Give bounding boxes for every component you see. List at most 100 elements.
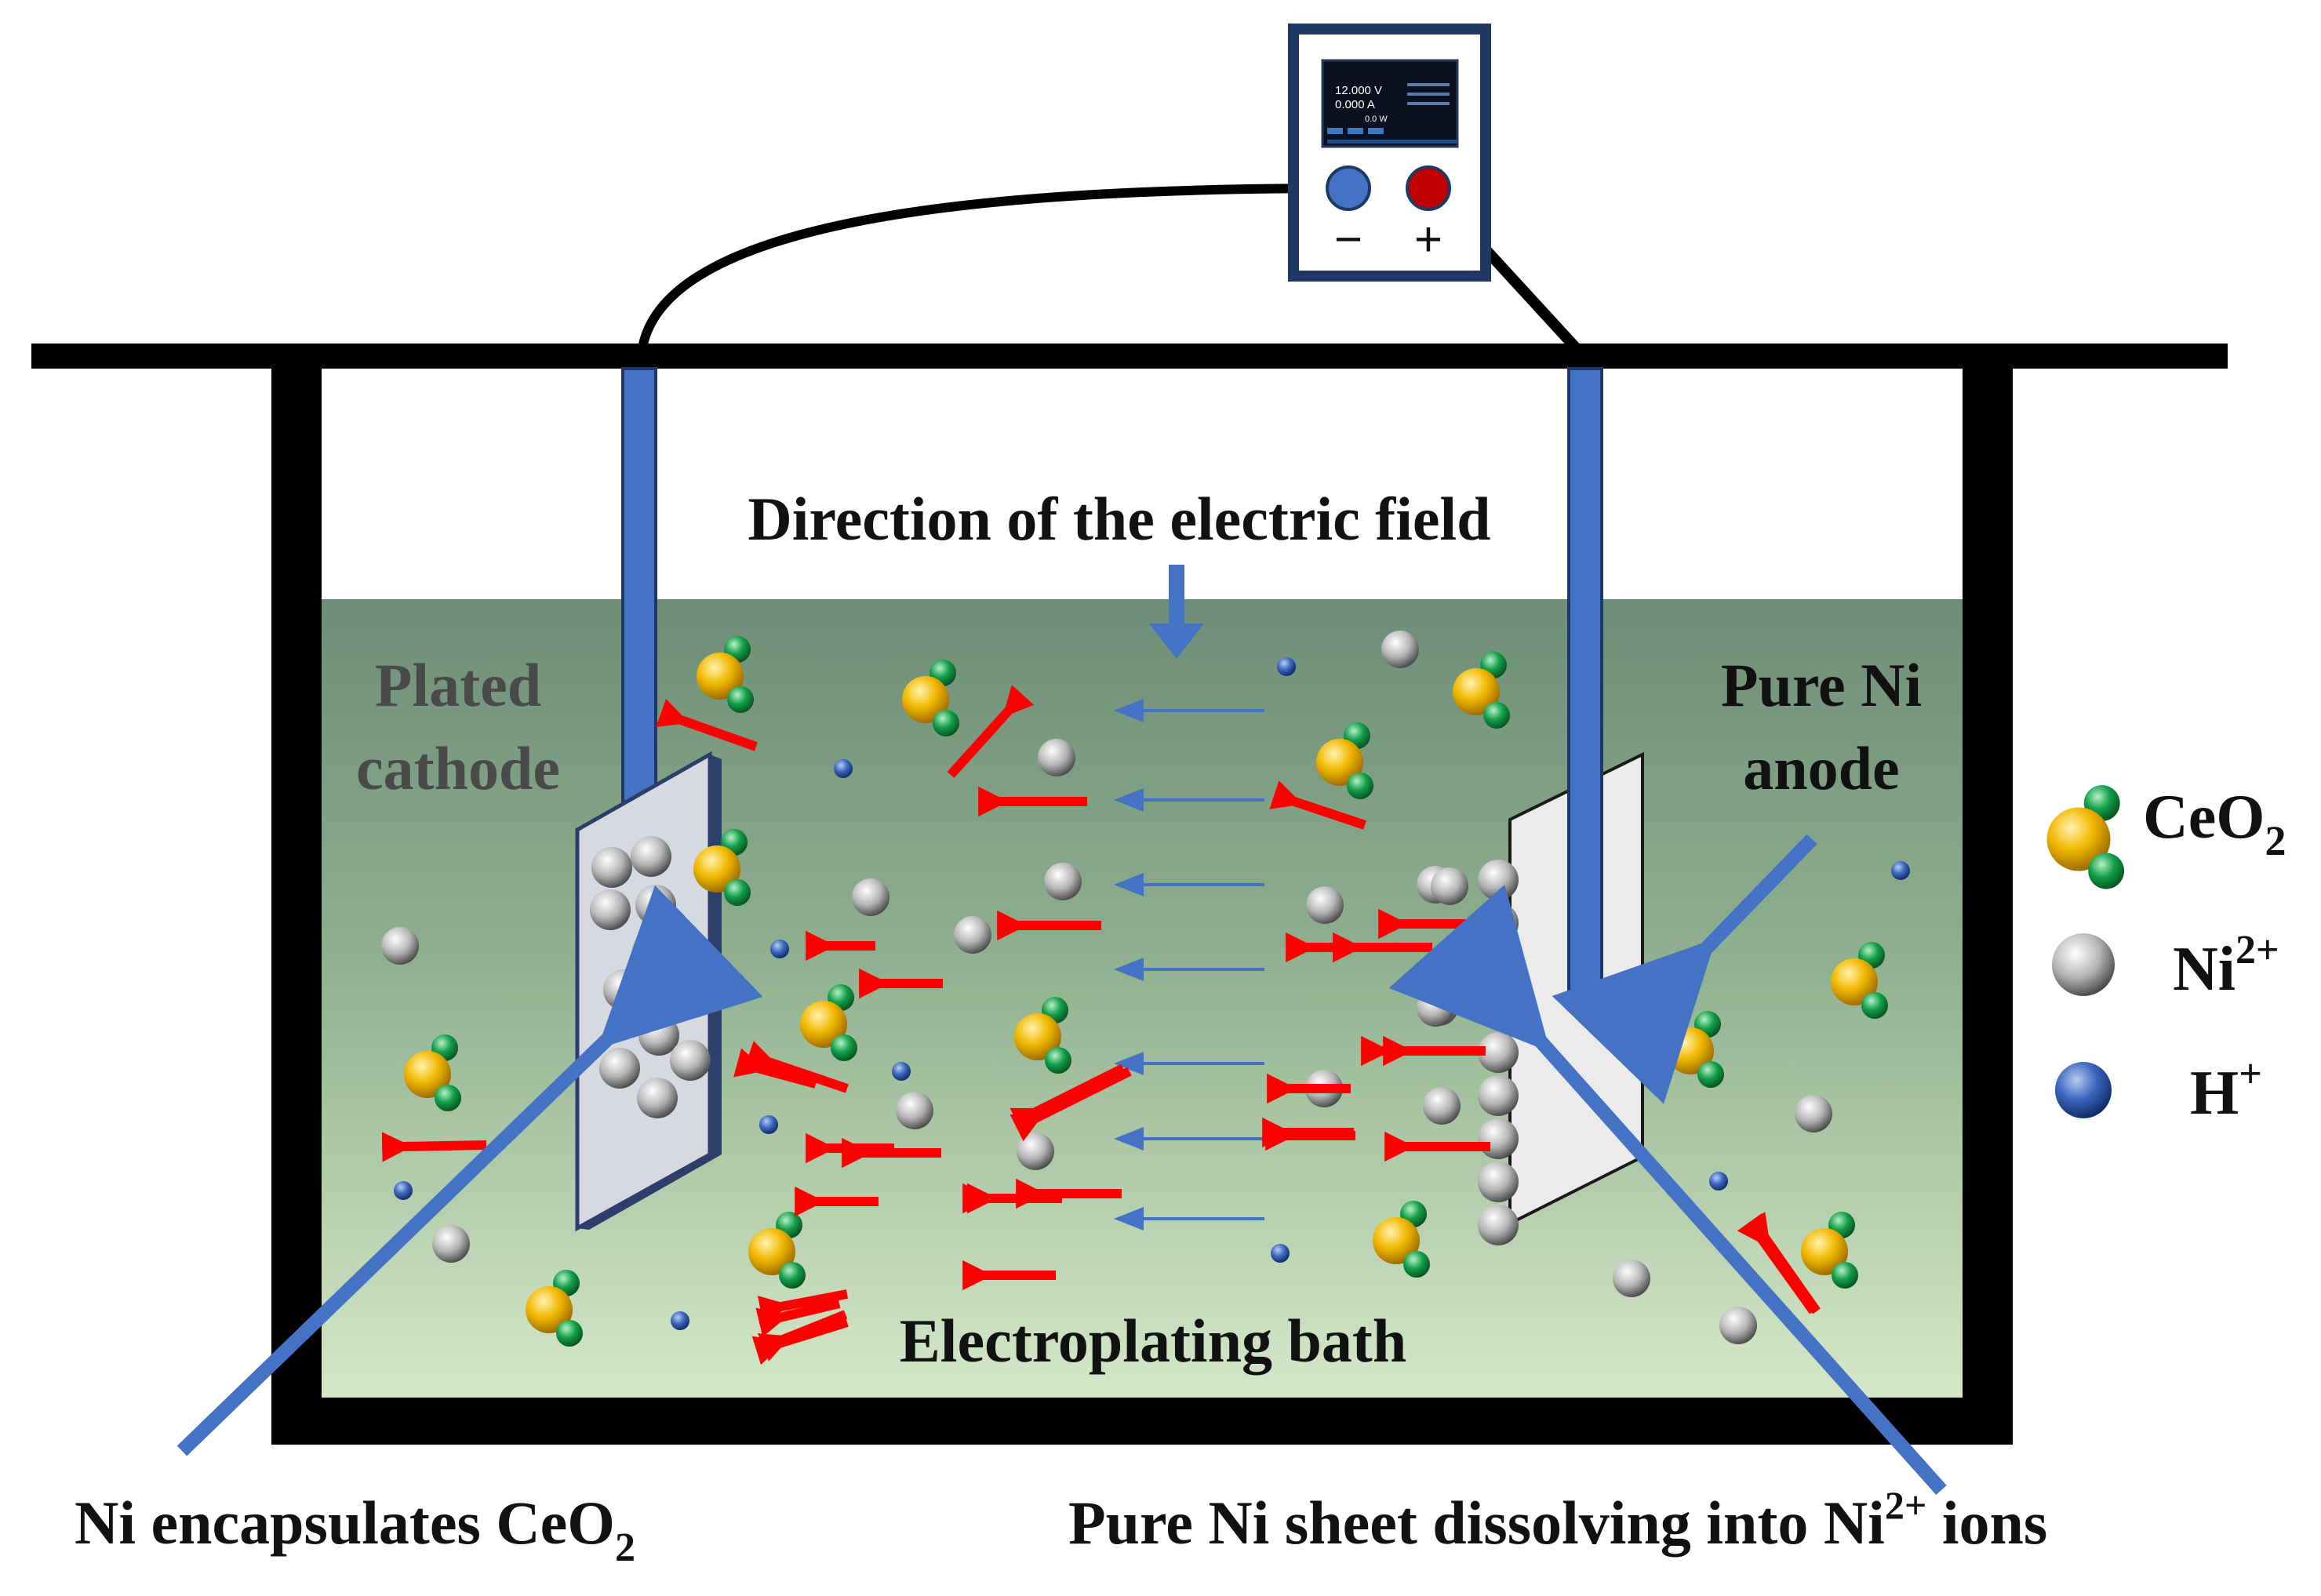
ceo2-particle bbox=[1453, 652, 1510, 729]
field-line-arrowhead bbox=[1114, 873, 1144, 896]
ceo2-particle bbox=[1373, 1201, 1430, 1278]
cerium-atom bbox=[2046, 807, 2111, 871]
h-ion bbox=[1277, 657, 1296, 676]
anode-label-line1: Pure Ni bbox=[1721, 651, 1922, 719]
cerium-atom bbox=[748, 1228, 795, 1275]
negative-sign: − bbox=[1334, 213, 1362, 267]
ni-ion bbox=[1478, 1118, 1519, 1159]
migration-arrow bbox=[733, 1048, 817, 1089]
ceo2-particle bbox=[2046, 785, 2125, 889]
oxygen-atom bbox=[1861, 992, 1888, 1019]
bath-label: Electroplating bath bbox=[900, 1307, 1406, 1375]
ceo2-particle bbox=[526, 1270, 583, 1347]
ni-ion bbox=[1613, 1260, 1650, 1297]
anode-label-arrow bbox=[1552, 834, 1817, 1104]
ni-ion bbox=[637, 1078, 678, 1118]
field-line-arrowhead bbox=[1114, 1207, 1144, 1231]
oxygen-atom bbox=[727, 686, 754, 713]
oxygen-atom bbox=[724, 879, 751, 906]
oxygen-atom bbox=[1832, 1262, 1858, 1289]
oxygen-atom bbox=[435, 1085, 461, 1111]
ni-ion bbox=[670, 1040, 711, 1081]
dissolving-superscript: 2+ bbox=[1885, 1483, 1927, 1527]
ni-ion bbox=[1423, 1087, 1461, 1125]
ceo2-particle bbox=[697, 636, 754, 713]
h-ion bbox=[770, 940, 789, 958]
migration-arrow bbox=[1010, 1067, 1132, 1142]
oxygen-atom bbox=[831, 1034, 857, 1061]
dissolving-callout: Pure Ni sheet dissolving into Ni2+ ions bbox=[1068, 1483, 2047, 1557]
migration-arrow bbox=[381, 1132, 487, 1162]
cathode-callout-arrow bbox=[176, 885, 763, 1456]
cerium-atom bbox=[1453, 668, 1500, 715]
legend-ni-label: Ni2+ bbox=[2173, 928, 2279, 1004]
ni-ion bbox=[1381, 631, 1419, 668]
ni-ion bbox=[590, 889, 631, 930]
ni-ion bbox=[1044, 863, 1082, 900]
cerium-atom bbox=[1801, 1228, 1848, 1275]
ni-ion bbox=[631, 836, 671, 877]
ni-ion bbox=[674, 938, 715, 979]
h-ion bbox=[834, 759, 853, 778]
cerium-atom bbox=[693, 845, 740, 893]
anode-label-line2: anode bbox=[1743, 734, 1899, 802]
power-supply: 12.000 V 0.000 A 0.0 W − + bbox=[1288, 24, 1491, 282]
ni-ion bbox=[1432, 971, 1470, 1009]
electric-field-lines bbox=[1114, 699, 1264, 1231]
power-readout: 0.0 W bbox=[1365, 115, 1388, 124]
negative-wire bbox=[637, 184, 1350, 354]
cerium-atom bbox=[1014, 1013, 1061, 1060]
oxygen-atom bbox=[1347, 773, 1373, 799]
cerium-atom bbox=[1316, 739, 1363, 786]
migration-arrow bbox=[1740, 1211, 1821, 1314]
field-direction-arrowhead bbox=[1149, 623, 1204, 659]
cathode-rod bbox=[621, 367, 657, 803]
legend-ceo2-label: CeO2 bbox=[2143, 783, 2286, 864]
migration-arrow bbox=[656, 698, 759, 751]
oxygen-atom bbox=[1483, 702, 1510, 729]
migration-arrow bbox=[947, 685, 1035, 779]
ni-ion bbox=[603, 969, 644, 1010]
positive-sign: + bbox=[1414, 213, 1442, 267]
encapsulation-subscript: 2 bbox=[615, 1525, 635, 1570]
field-direction-label: Direction of the electric field bbox=[748, 485, 1490, 553]
field-line-arrowhead bbox=[1114, 1127, 1144, 1151]
ni-ion bbox=[954, 916, 991, 954]
oxygen-atom bbox=[2088, 853, 2125, 889]
h-ion bbox=[1271, 1244, 1290, 1263]
h-ion bbox=[671, 1311, 689, 1330]
cerium-atom bbox=[800, 1001, 847, 1048]
cathode-label-line1: Plated bbox=[375, 651, 541, 719]
ni-ion bbox=[1478, 1205, 1519, 1245]
legend-ceo2-symbol bbox=[2046, 785, 2125, 889]
ni-ion bbox=[1038, 739, 1075, 776]
oxygen-atom bbox=[933, 710, 959, 736]
callout-arrows bbox=[176, 834, 1947, 1495]
ni-ion bbox=[1719, 1307, 1757, 1344]
h-ion bbox=[1891, 861, 1910, 880]
migration-arrow bbox=[1010, 1063, 1126, 1136]
ni-ion bbox=[1017, 1132, 1054, 1170]
current-readout: 0.000 A bbox=[1335, 98, 1375, 111]
ni-ion bbox=[599, 1048, 640, 1089]
ni-ion bbox=[673, 977, 714, 1018]
ni-ion bbox=[1478, 1075, 1519, 1116]
migration-arrow bbox=[744, 1041, 849, 1093]
legend: CeO2 Ni2+ H+ bbox=[2046, 783, 2286, 1128]
legend-h-label: H+ bbox=[2190, 1052, 2262, 1128]
encapsulation-callout: Ni encapsulates CeO2 bbox=[75, 1489, 635, 1570]
ni-ion bbox=[591, 847, 632, 888]
negative-terminal bbox=[1326, 165, 1371, 211]
ni-ion bbox=[1306, 886, 1344, 924]
cerium-atom bbox=[902, 676, 949, 723]
migration-arrow bbox=[755, 1299, 841, 1337]
ceo2-particle bbox=[1801, 1212, 1858, 1289]
legend-h-symbol bbox=[2055, 1062, 2112, 1118]
ni-ion bbox=[1478, 1162, 1519, 1202]
ni-ion bbox=[896, 1092, 933, 1129]
positive-terminal bbox=[1406, 165, 1451, 211]
ceo2-particle bbox=[404, 1034, 461, 1111]
ni-ion bbox=[852, 878, 889, 916]
h-ion bbox=[394, 1181, 413, 1200]
